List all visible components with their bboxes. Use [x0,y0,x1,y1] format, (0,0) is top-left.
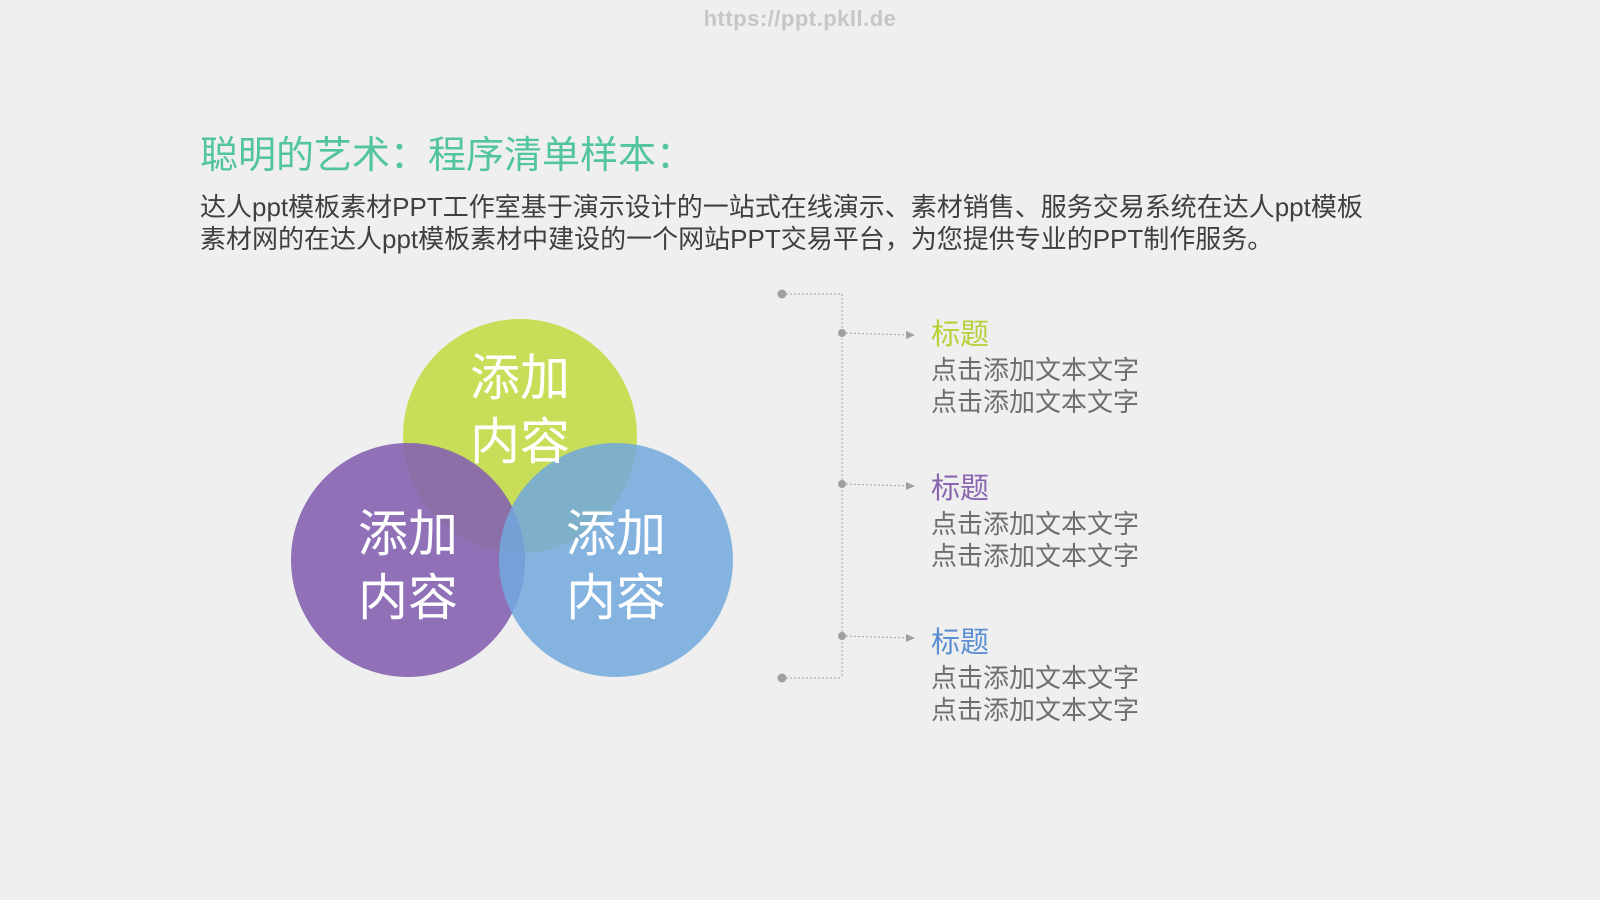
arrowhead-icon [906,482,915,490]
venn-label-line: 内容 [566,570,666,626]
item-body-line: 点击添加文本文字 [931,387,1140,417]
item-body: 点击添加文本文字 点击添加文本文字 [931,508,1139,572]
venn-circle-purple [291,443,525,677]
venn-label-blue: 添加 内容 [536,502,696,630]
item-title: 标题 [931,473,990,505]
item-body-line: 点击添加文本文字 [931,695,1140,725]
venn-label-purple: 添加 内容 [328,502,488,630]
arrowhead-icon [906,634,915,642]
bracket-bottom-dot [777,673,787,683]
branch-dot-1 [838,329,846,337]
item-body-line: 点击添加文本文字 [931,663,1140,693]
item-title: 标题 [931,627,990,659]
slide-paragraph: 达人ppt模板素材PPT工作室基于演示设计的一站式在线演示、素材销售、服务交易系… [200,191,1363,255]
arrow-line-1 [841,332,911,336]
item-body-line: 点击添加文本文字 [931,541,1140,571]
paragraph-line-1: 达人ppt模板素材PPT工作室基于演示设计的一站式在线演示、素材销售、服务交易系… [200,192,1363,222]
arrow-line-2 [841,483,911,487]
list-item-1: 标题 点击添加文本文字 点击添加文本文字 [931,320,1139,418]
venn-label-line: 内容 [470,414,570,470]
venn-label-line: 内容 [358,570,458,626]
item-body: 点击添加文本文字 点击添加文本文字 [931,662,1139,726]
item-body-line: 点击添加文本文字 [931,509,1140,539]
branch-dot-2 [838,480,846,488]
venn-label-green: 添加 内容 [440,346,600,474]
venn-label-line: 添加 [358,506,458,562]
paragraph-line-2: 素材网的在达人ppt模板素材中建设的一个网站PPT交易平台，为您提供专业的PPT… [200,224,1274,254]
list-item-3: 标题 点击添加文本文字 点击添加文本文字 [931,628,1139,726]
item-body-line: 点击添加文本文字 [931,355,1140,385]
bracket-top-dot [777,289,787,299]
venn-label-line: 添加 [566,506,666,562]
slide-title: 聪明的艺术：程序清单样本： [200,135,695,177]
arrowhead-icon [906,331,915,339]
item-body: 点击添加文本文字 点击添加文本文字 [931,354,1139,418]
item-title: 标题 [931,319,990,351]
watermark-url: https://ppt.pkll.de [703,6,897,31]
venn-circle-blue [499,443,733,677]
branch-dot-3 [838,632,846,640]
venn-label-line: 添加 [470,350,570,406]
list-item-2: 标题 点击添加文本文字 点击添加文本文字 [931,474,1139,572]
arrow-line-3 [841,635,911,639]
